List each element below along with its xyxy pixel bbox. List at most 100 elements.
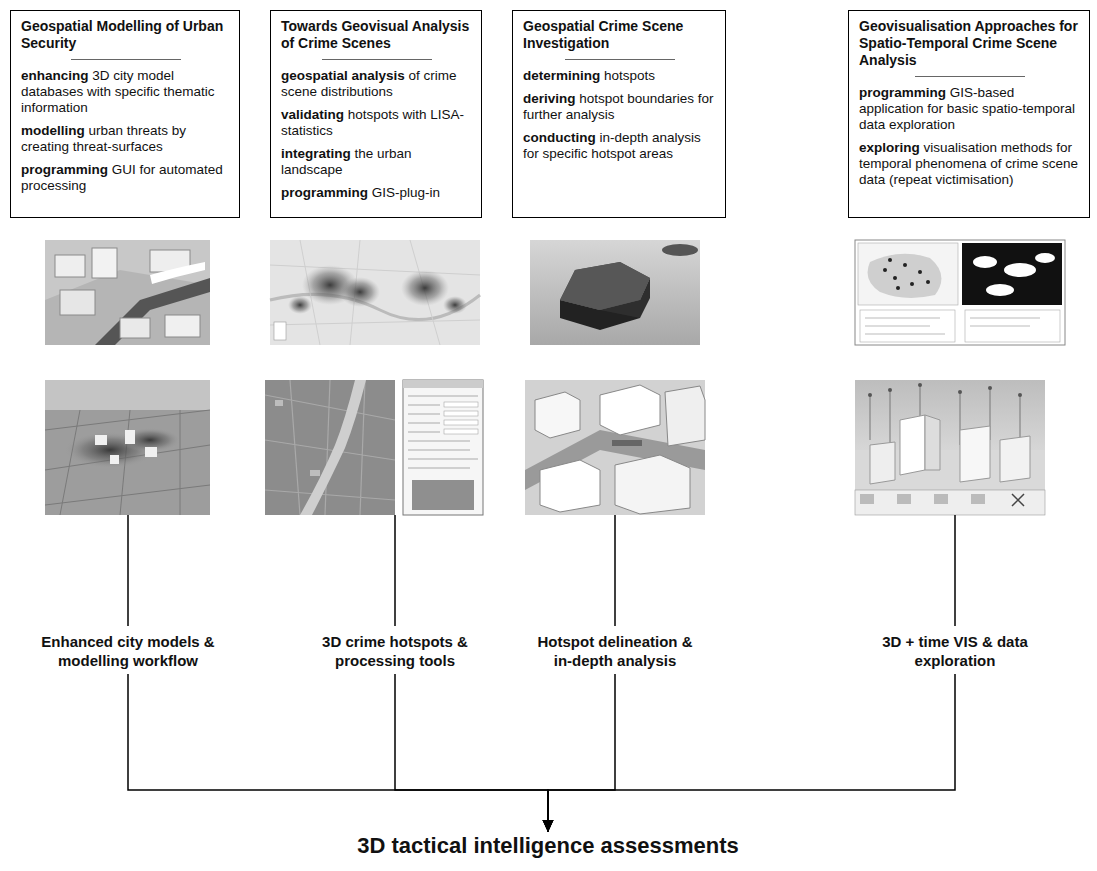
keyword: exploring: [859, 140, 920, 155]
illustration-part: [855, 490, 1045, 515]
illustration-part: [127, 515, 129, 626]
illustration-part: [888, 388, 892, 392]
illustration-part: [925, 415, 940, 470]
gis-application-image: [855, 240, 1065, 345]
illustration-part: [45, 380, 210, 410]
illustration-part: [865, 318, 1040, 334]
illustration-part: [903, 263, 907, 267]
illustration-part: [525, 380, 705, 515]
illustration-part: [45, 380, 210, 515]
aerial-map-image: [265, 380, 395, 515]
keyword: programming: [281, 185, 368, 200]
illustration-part: [893, 276, 897, 280]
illustration-part: [910, 282, 914, 286]
illustration-part: [860, 494, 874, 504]
topic-box: Geospatial Modelling of Urban Security en…: [10, 10, 240, 218]
illustration-part: [960, 426, 990, 482]
task-item: conducting in-depth analysis for specifi…: [523, 130, 716, 162]
box-title: Geovisualisation Approaches for Spatio-T…: [859, 18, 1080, 69]
illustration-part: [60, 290, 95, 315]
box-title: Geospatial Crime Scene Investigation: [523, 18, 716, 52]
illustration-part: [926, 280, 930, 284]
illustration-part: [870, 442, 895, 484]
illustration-part: [530, 240, 700, 345]
illustration-part: [340, 277, 380, 307]
illustration-part: [535, 392, 580, 438]
topic-box: Towards Geovisual Analysis of Crime Scen…: [270, 10, 482, 218]
hotspot-map-image: [270, 240, 480, 345]
task-item: geospatial analysis of crime scene distr…: [281, 68, 472, 100]
illustration-part: [665, 386, 705, 446]
illustration-part: [888, 258, 892, 262]
illustration-part: [275, 400, 283, 406]
illustration-part: [408, 396, 478, 468]
illustration-part: [444, 420, 478, 425]
illustration-part: [120, 318, 150, 338]
illustration-part: [394, 515, 396, 626]
illustration-part: [918, 383, 922, 387]
illustration-part: [986, 284, 1014, 296]
illustration-part: [443, 296, 467, 314]
illustration-part: [612, 440, 642, 446]
task-item: programming GIS-plug-in: [281, 185, 472, 201]
illustration-part: [614, 515, 616, 626]
illustration-part: [145, 447, 157, 457]
illustration-part: [45, 410, 210, 515]
box-title: Geospatial Modelling of Urban Security: [21, 18, 230, 52]
illustration-part: [125, 430, 135, 444]
illustration-part: [401, 270, 449, 306]
illustration-part: [270, 240, 480, 345]
illustration-part: [412, 480, 474, 510]
result-label: 3D tactical intelligence assessments: [248, 832, 848, 860]
task-item: determining hotspots: [523, 68, 716, 84]
illustration-part: [918, 270, 922, 274]
illustration-part: [1004, 263, 1036, 277]
keyword: deriving: [523, 91, 576, 106]
illustration-part: [870, 385, 1020, 450]
merge-connector: [548, 674, 955, 832]
task-item: exploring visualisation methods for temp…: [859, 140, 1080, 188]
illustration-part: [973, 256, 997, 268]
illustration-part: [868, 254, 942, 298]
outcome-label: Enhanced city models & modelling workflo…: [38, 632, 218, 670]
illustration-part: [45, 240, 210, 345]
outcome-text: 3D crime hotspots & processing tools: [319, 632, 471, 670]
title-rule: [565, 59, 675, 60]
illustration-part: [1018, 393, 1022, 397]
keyword: enhancing: [21, 68, 89, 83]
keyword: programming: [859, 85, 946, 100]
extruded-hotspot-image: [530, 240, 700, 345]
illustration-part: [855, 240, 1065, 345]
illustration-part: [896, 286, 900, 290]
illustration-part: [988, 386, 992, 390]
illustration-part: [274, 322, 286, 340]
outcome-label: 3D crime hotspots & processing tools: [319, 632, 471, 670]
image-leader-lines: [128, 515, 955, 626]
illustration-part: [962, 243, 1062, 305]
outcome-text: Enhanced city models & modelling workflo…: [38, 632, 218, 670]
merge-connector: [128, 674, 548, 832]
keyword: conducting: [523, 130, 596, 145]
illustration-part: [444, 402, 478, 407]
task-item: programming GIS-based application for ba…: [859, 85, 1080, 133]
illustration-part: [95, 435, 107, 445]
keyword: validating: [281, 107, 344, 122]
illustration-part: [300, 380, 366, 515]
illustration-part: [45, 270, 210, 345]
illustration-part: [444, 429, 478, 434]
task-item: integrating the urban landscape: [281, 146, 472, 178]
illustration-part: [403, 380, 483, 388]
keyword: programming: [21, 162, 108, 177]
illustration-part: [444, 411, 478, 416]
illustration-part: [165, 315, 200, 337]
keyword: geospatial analysis: [281, 68, 405, 83]
illustration-part: [265, 380, 395, 515]
keyword: integrating: [281, 146, 351, 161]
illustration-part: [958, 390, 962, 394]
illustration-part: [868, 393, 872, 397]
title-rule: [71, 59, 181, 60]
illustration-part: [288, 296, 312, 314]
task-item: deriving hotspot boundaries for further …: [523, 91, 716, 123]
city-model-image: [45, 240, 210, 345]
illustration-part: [971, 494, 985, 504]
